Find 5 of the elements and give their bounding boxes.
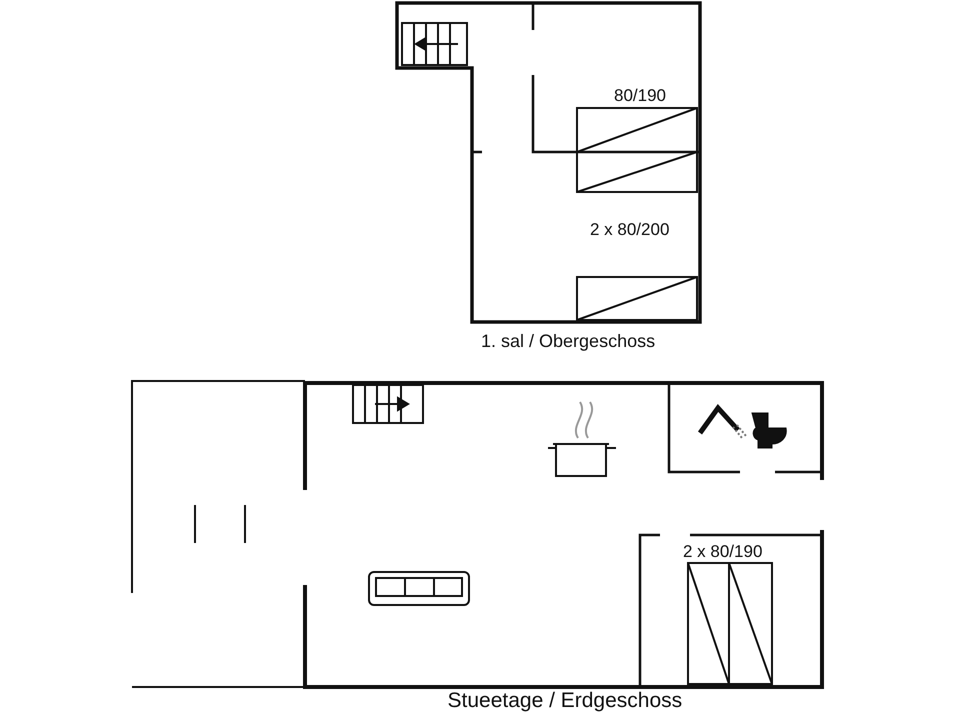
floor-label: Stueetage / Erdgeschoss — [448, 691, 682, 711]
bed-size-label: 2 x 80/200 — [590, 220, 670, 240]
bed-size-label: 2 x 80/190 — [683, 542, 762, 562]
floor-label: 1. sal / Obergeschoss — [481, 331, 656, 351]
bed-size-label: 80/190 — [614, 86, 666, 106]
